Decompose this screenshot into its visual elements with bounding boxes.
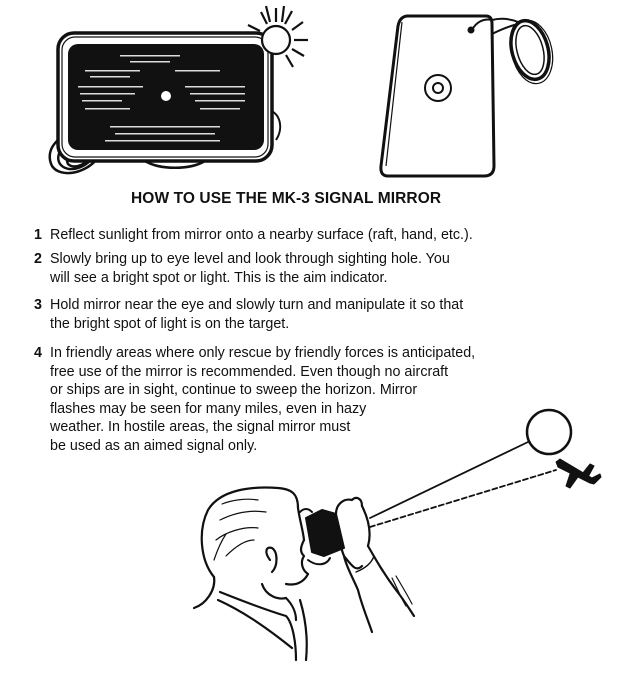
step-text: In friendly areas where only rescue by f… xyxy=(50,344,475,455)
step-text: Reflect sunlight from mirror onto a near… xyxy=(50,226,473,245)
step-line: the bright spot of light is on the targe… xyxy=(50,315,290,332)
step-line: Reflect sunlight from mirror onto a near… xyxy=(50,227,473,243)
light-spot-icon xyxy=(525,408,573,456)
sighting-hole-icon xyxy=(161,91,171,101)
mirror-back-illustration xyxy=(379,14,554,178)
step-text: Slowly bring up to eye level and look th… xyxy=(50,250,450,287)
step-line: will see a bright spot or light. This is… xyxy=(50,269,388,286)
usage-scene-illustration xyxy=(192,408,602,662)
step-text: Hold mirror near the eye and slowly turn… xyxy=(50,296,463,333)
step-number: 1 xyxy=(34,227,42,243)
step-line: or ships are in sight, continue to sweep… xyxy=(50,382,418,398)
step-line: be used as an aimed signal only. xyxy=(50,437,258,454)
lanyard-cord-icon xyxy=(467,17,554,85)
step-line: flashes may be seen for many miles, even… xyxy=(50,400,367,417)
step-number: 3 xyxy=(34,297,42,313)
step-number: 4 xyxy=(34,345,42,361)
person-hand-arm xyxy=(334,496,416,634)
step-line: In friendly areas where only rescue by f… xyxy=(50,345,476,361)
person-head xyxy=(200,486,310,600)
step-line: Hold mirror near the eye and slowly turn… xyxy=(50,297,464,313)
step-line: free use of the mirror is recommended. E… xyxy=(50,363,449,380)
mirror-front-illustration xyxy=(48,5,308,175)
page-title: HOW TO USE THE MK-3 SIGNAL MIRROR xyxy=(131,190,442,207)
step-4: 4 In friendly areas where only rescue by… xyxy=(34,344,475,455)
aircraft-icon xyxy=(555,458,602,489)
mirror-in-hand xyxy=(299,508,345,566)
step-line: Slowly bring up to eye level and look th… xyxy=(50,251,450,267)
step-1: 1 Reflect sunlight from mirror onto a ne… xyxy=(34,226,473,245)
step-3: 3 Hold mirror near the eye and slowly tu… xyxy=(34,296,463,333)
step-number: 2 xyxy=(34,251,42,267)
sun-icon xyxy=(247,5,308,68)
step-line: weather. In hostile areas, the signal mi… xyxy=(50,419,351,435)
person-collar xyxy=(192,575,308,662)
step-2: 2 Slowly bring up to eye level and look … xyxy=(34,250,450,287)
